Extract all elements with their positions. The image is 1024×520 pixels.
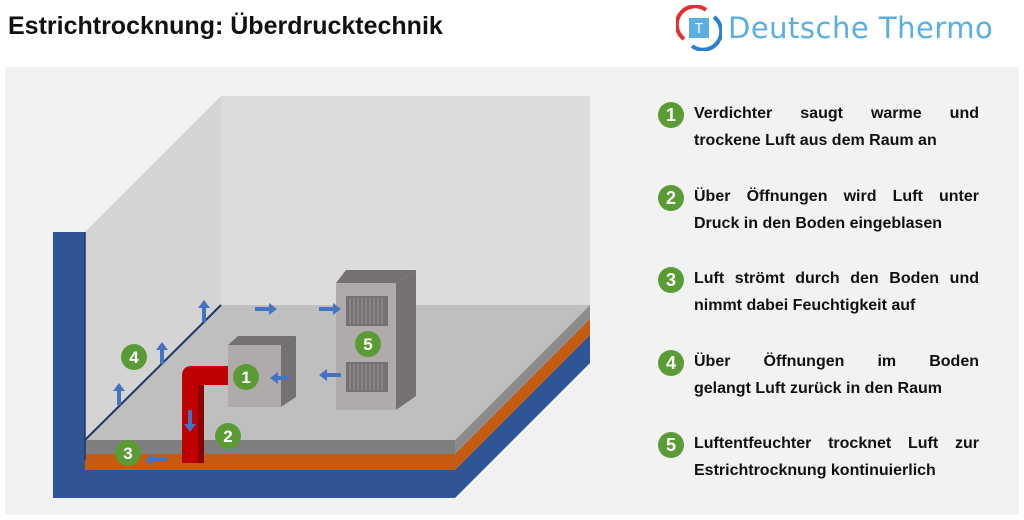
wall-structure — [53, 232, 85, 498]
marker-1-label: 1 — [241, 368, 250, 387]
step-number-badge: 4 — [658, 349, 684, 376]
marker-3-label: 3 — [123, 444, 132, 463]
marker-2 — [215, 423, 241, 449]
step-text-line: Verdichter saugt warme und — [694, 105, 979, 122]
air-pipe — [182, 366, 228, 463]
step-number-badge: 3 — [658, 267, 684, 293]
step-text-line: Über Öffnungen im Boden — [694, 352, 979, 370]
svg-text:T: T — [694, 22, 703, 37]
steps-list: 1 Verdichter saugt warme und trockene Luft… — [658, 100, 990, 513]
step-number-badge: 2 — [658, 184, 684, 211]
marker-4-label: 4 — [129, 348, 139, 367]
marker-4 — [121, 344, 147, 370]
left-wall — [85, 96, 221, 440]
diagram-markers: 1 2 3 4 5 — [115, 331, 381, 466]
step-item: 4 Über Öffnungen im Boden gelangt Luft zur… — [658, 348, 990, 431]
step-item: 3 Luft strömt durch den Boden und nimmt da… — [658, 265, 990, 348]
step-text-line: Luft strömt durch den Boden und — [694, 270, 979, 287]
airflow-arrows — [113, 300, 341, 466]
step-number-badge: 5 — [658, 432, 684, 458]
marker-1 — [233, 364, 259, 390]
step-text-line: gelangt Luft zurück in den Raum — [694, 379, 943, 397]
logo-text: Deutsche Thermo — [728, 11, 994, 45]
marker-5 — [355, 331, 381, 357]
marker-2-label: 2 — [223, 427, 232, 446]
base-slab — [53, 470, 455, 498]
step-item: 1 Verdichter saugt warme und trockene Luft… — [658, 100, 990, 183]
logo-globe-icon: T — [676, 5, 722, 51]
step-text-line: trockene Luft aus dem Raum an — [694, 132, 937, 149]
step-text-line: nimmt dabei Feuchtigkeit auf — [694, 297, 916, 314]
marker-5-label: 5 — [363, 335, 372, 354]
screed-layer — [85, 440, 455, 454]
step-number-badge: 1 — [658, 102, 684, 128]
marker-3 — [115, 440, 141, 466]
page-title: Estrichtrocknung: Überdrucktechnik — [8, 12, 443, 40]
step-text-line: Luftentfeuchter trocknet Luft zur — [694, 435, 979, 452]
insulation-layer — [85, 454, 455, 470]
step-text-line: Druck in den Boden eingeblasen — [694, 214, 943, 232]
step-text-line: Estrichtrocknung kontinuierlich — [694, 462, 936, 479]
step-text-line: Über Öffnungen wird Luft unter — [694, 187, 979, 205]
logo: T Deutsche Thermo — [676, 4, 993, 52]
